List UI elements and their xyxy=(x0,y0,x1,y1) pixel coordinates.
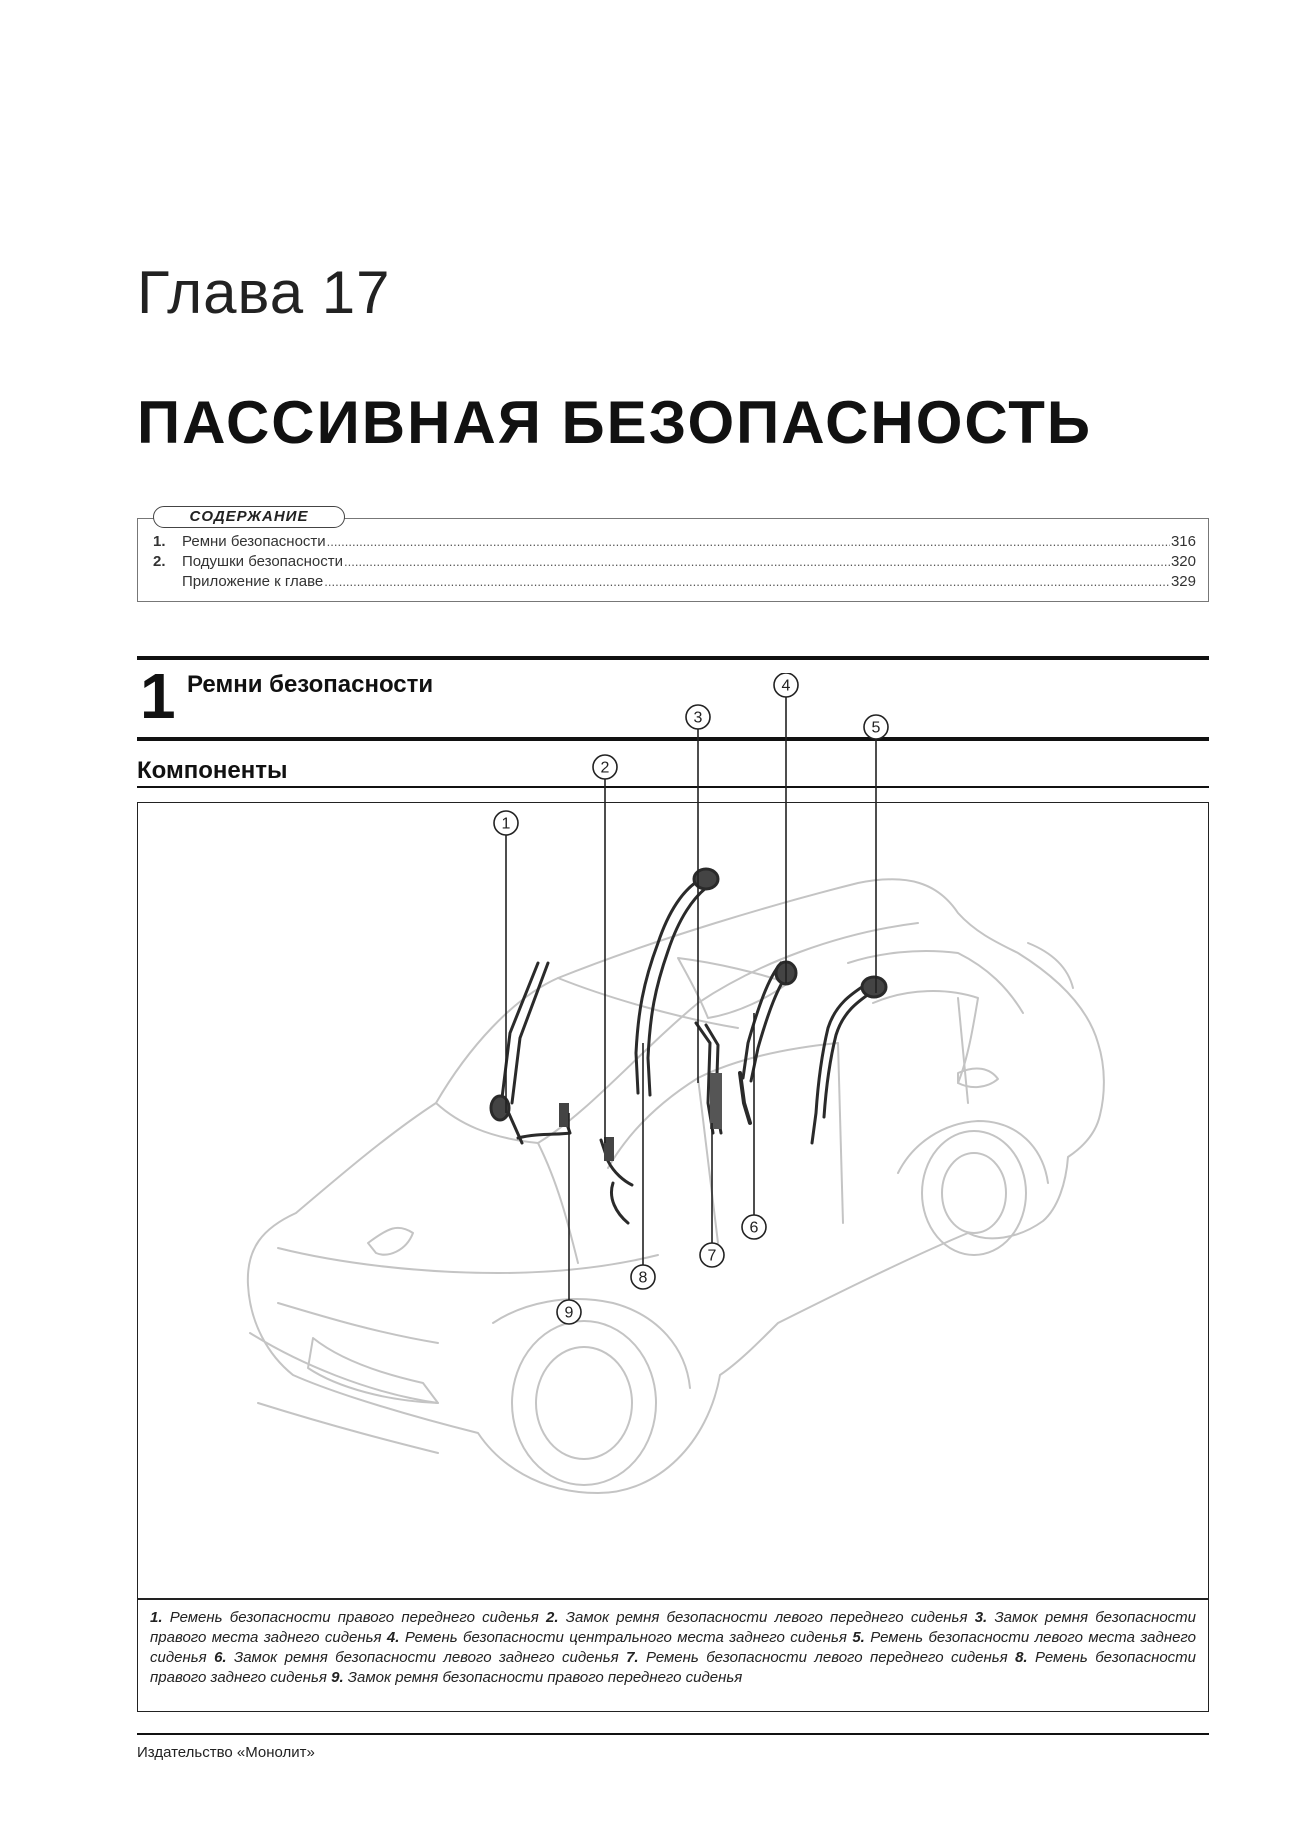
callout-group: 1 2 3 4 5 6 7 8 9 xyxy=(493,673,889,1325)
section-number: 1 xyxy=(140,660,176,732)
callout-5: 5 xyxy=(863,714,889,740)
toc-header: СОДЕРЖАНИЕ xyxy=(153,506,345,528)
caption-item-number: 4. xyxy=(386,1629,400,1646)
caption-item-text: Ремень безопасности правого переднего си… xyxy=(169,1609,539,1626)
section-top-rule xyxy=(137,656,1209,660)
callout-number: 5 xyxy=(872,720,881,737)
belt-right-rear xyxy=(634,876,715,1097)
callout-number: 9 xyxy=(565,1305,574,1322)
caption-item-text: Замок ремня безопасности правого передне… xyxy=(347,1669,743,1686)
callout-circle xyxy=(699,1242,725,1268)
toc-item-label: Приложение к главе xyxy=(182,573,324,590)
caption-item-text: Ремень безопасности левого места заднего… xyxy=(150,1629,1196,1666)
caption-item-number: 8. xyxy=(1015,1649,1028,1666)
toc-item-number: 1. xyxy=(153,533,166,550)
buckle-right-rear xyxy=(710,1073,722,1129)
footer-rule xyxy=(137,1733,1209,1735)
caption-item-number: 1. xyxy=(150,1609,163,1626)
buckle-left-rear xyxy=(738,1071,752,1125)
callout-2: 2 xyxy=(592,754,618,780)
retractor-right-front xyxy=(489,1094,511,1122)
retractor-left-rear xyxy=(860,975,888,999)
section-bottom-rule xyxy=(137,737,1209,741)
callout-number: 6 xyxy=(750,1220,759,1237)
leader-lines xyxy=(505,697,877,1300)
callout-circle xyxy=(630,1264,656,1290)
callout-number: 8 xyxy=(639,1270,648,1287)
toc-leader-dots: ........................................… xyxy=(324,574,1170,589)
callout-4: 4 xyxy=(773,673,799,698)
belt-right-front xyxy=(500,961,550,1145)
toc-item[interactable]: 2. Подушки безопасности ................… xyxy=(153,553,1196,573)
callout-number: 1 xyxy=(502,816,511,833)
caption-item-number: 7. xyxy=(626,1649,639,1666)
car-outline xyxy=(246,878,1105,1494)
toc-leader-dots: ........................................… xyxy=(326,534,1170,549)
callout-number: 3 xyxy=(694,710,703,727)
callout-circle xyxy=(556,1299,582,1325)
caption-item-number: 5. xyxy=(852,1629,865,1646)
toc-item-page: 329 xyxy=(1170,573,1196,590)
caption-item-text: Ремень безопасности левого переднего сид… xyxy=(646,1649,1008,1666)
section-title: Ремни безопасности xyxy=(187,671,434,698)
buckle-right-front xyxy=(559,1103,569,1127)
figure-caption: 1. Ремень безопасности правого переднего… xyxy=(150,1608,1196,1688)
callout-circle xyxy=(493,810,519,836)
callout-number: 2 xyxy=(601,760,610,777)
callout-circle xyxy=(592,754,618,780)
callout-number: 4 xyxy=(782,678,791,695)
caption-item-text: Ремень безопасности центрального места з… xyxy=(404,1629,847,1646)
caption-item-number: 6. xyxy=(214,1649,227,1666)
callout-number: 7 xyxy=(708,1248,717,1265)
caption-item-number: 9. xyxy=(331,1669,344,1686)
caption-item-number: 3. xyxy=(974,1609,988,1626)
callout-6: 6 xyxy=(741,1214,767,1240)
toc-item-page: 320 xyxy=(1170,553,1196,570)
footer-publisher: Издательство «Монолит» xyxy=(137,1744,315,1761)
toc-item[interactable]: Приложение к главе .....................… xyxy=(153,573,1196,593)
callout-circle xyxy=(863,714,889,740)
caption-item-text: Замок ремня безопасности левого переднег… xyxy=(565,1609,968,1626)
callout-circle xyxy=(741,1214,767,1240)
subsection-rule xyxy=(137,786,1209,788)
toc-item-page: 316 xyxy=(1170,533,1196,550)
buckle-left-front xyxy=(604,1137,614,1161)
retractor-right-rear xyxy=(692,867,720,891)
figure-frame xyxy=(137,802,1209,1712)
callout-circle xyxy=(685,704,711,730)
caption-item-number: 2. xyxy=(546,1609,559,1626)
toc-item[interactable]: 1. Ремни безопасности ..................… xyxy=(153,533,1196,553)
chapter-label: Глава 17 xyxy=(137,259,391,326)
toc-item-label: Подушки безопасности xyxy=(182,553,344,570)
toc-item-number: 2. xyxy=(153,553,166,570)
car-seatbelt-diagram: 1 2 3 4 5 6 7 8 9 xyxy=(246,673,1105,1494)
callout-1: 1 xyxy=(493,810,519,836)
caption-item-text: Замок ремня безопасности левого заднего … xyxy=(234,1649,619,1666)
callout-9: 9 xyxy=(556,1299,582,1325)
toc-leader-dots: ........................................… xyxy=(344,554,1170,569)
chapter-title: Пассивная безопасность xyxy=(137,389,1093,456)
toc-item-label: Ремни безопасности xyxy=(182,533,326,550)
toc-box xyxy=(137,518,1209,602)
callout-3: 3 xyxy=(685,704,711,730)
callout-8: 8 xyxy=(630,1264,656,1290)
callout-7: 7 xyxy=(699,1242,725,1268)
caption-item-text: Замок ремня безопасности правого места з… xyxy=(150,1609,1197,1646)
caption-rule xyxy=(138,1598,1208,1600)
belt-left-rear xyxy=(810,981,878,1145)
caption-item-text: Ремень безопасности правого заднего сиде… xyxy=(150,1649,1197,1686)
subsection-title: Компоненты xyxy=(137,757,288,784)
callout-circle xyxy=(773,673,799,698)
